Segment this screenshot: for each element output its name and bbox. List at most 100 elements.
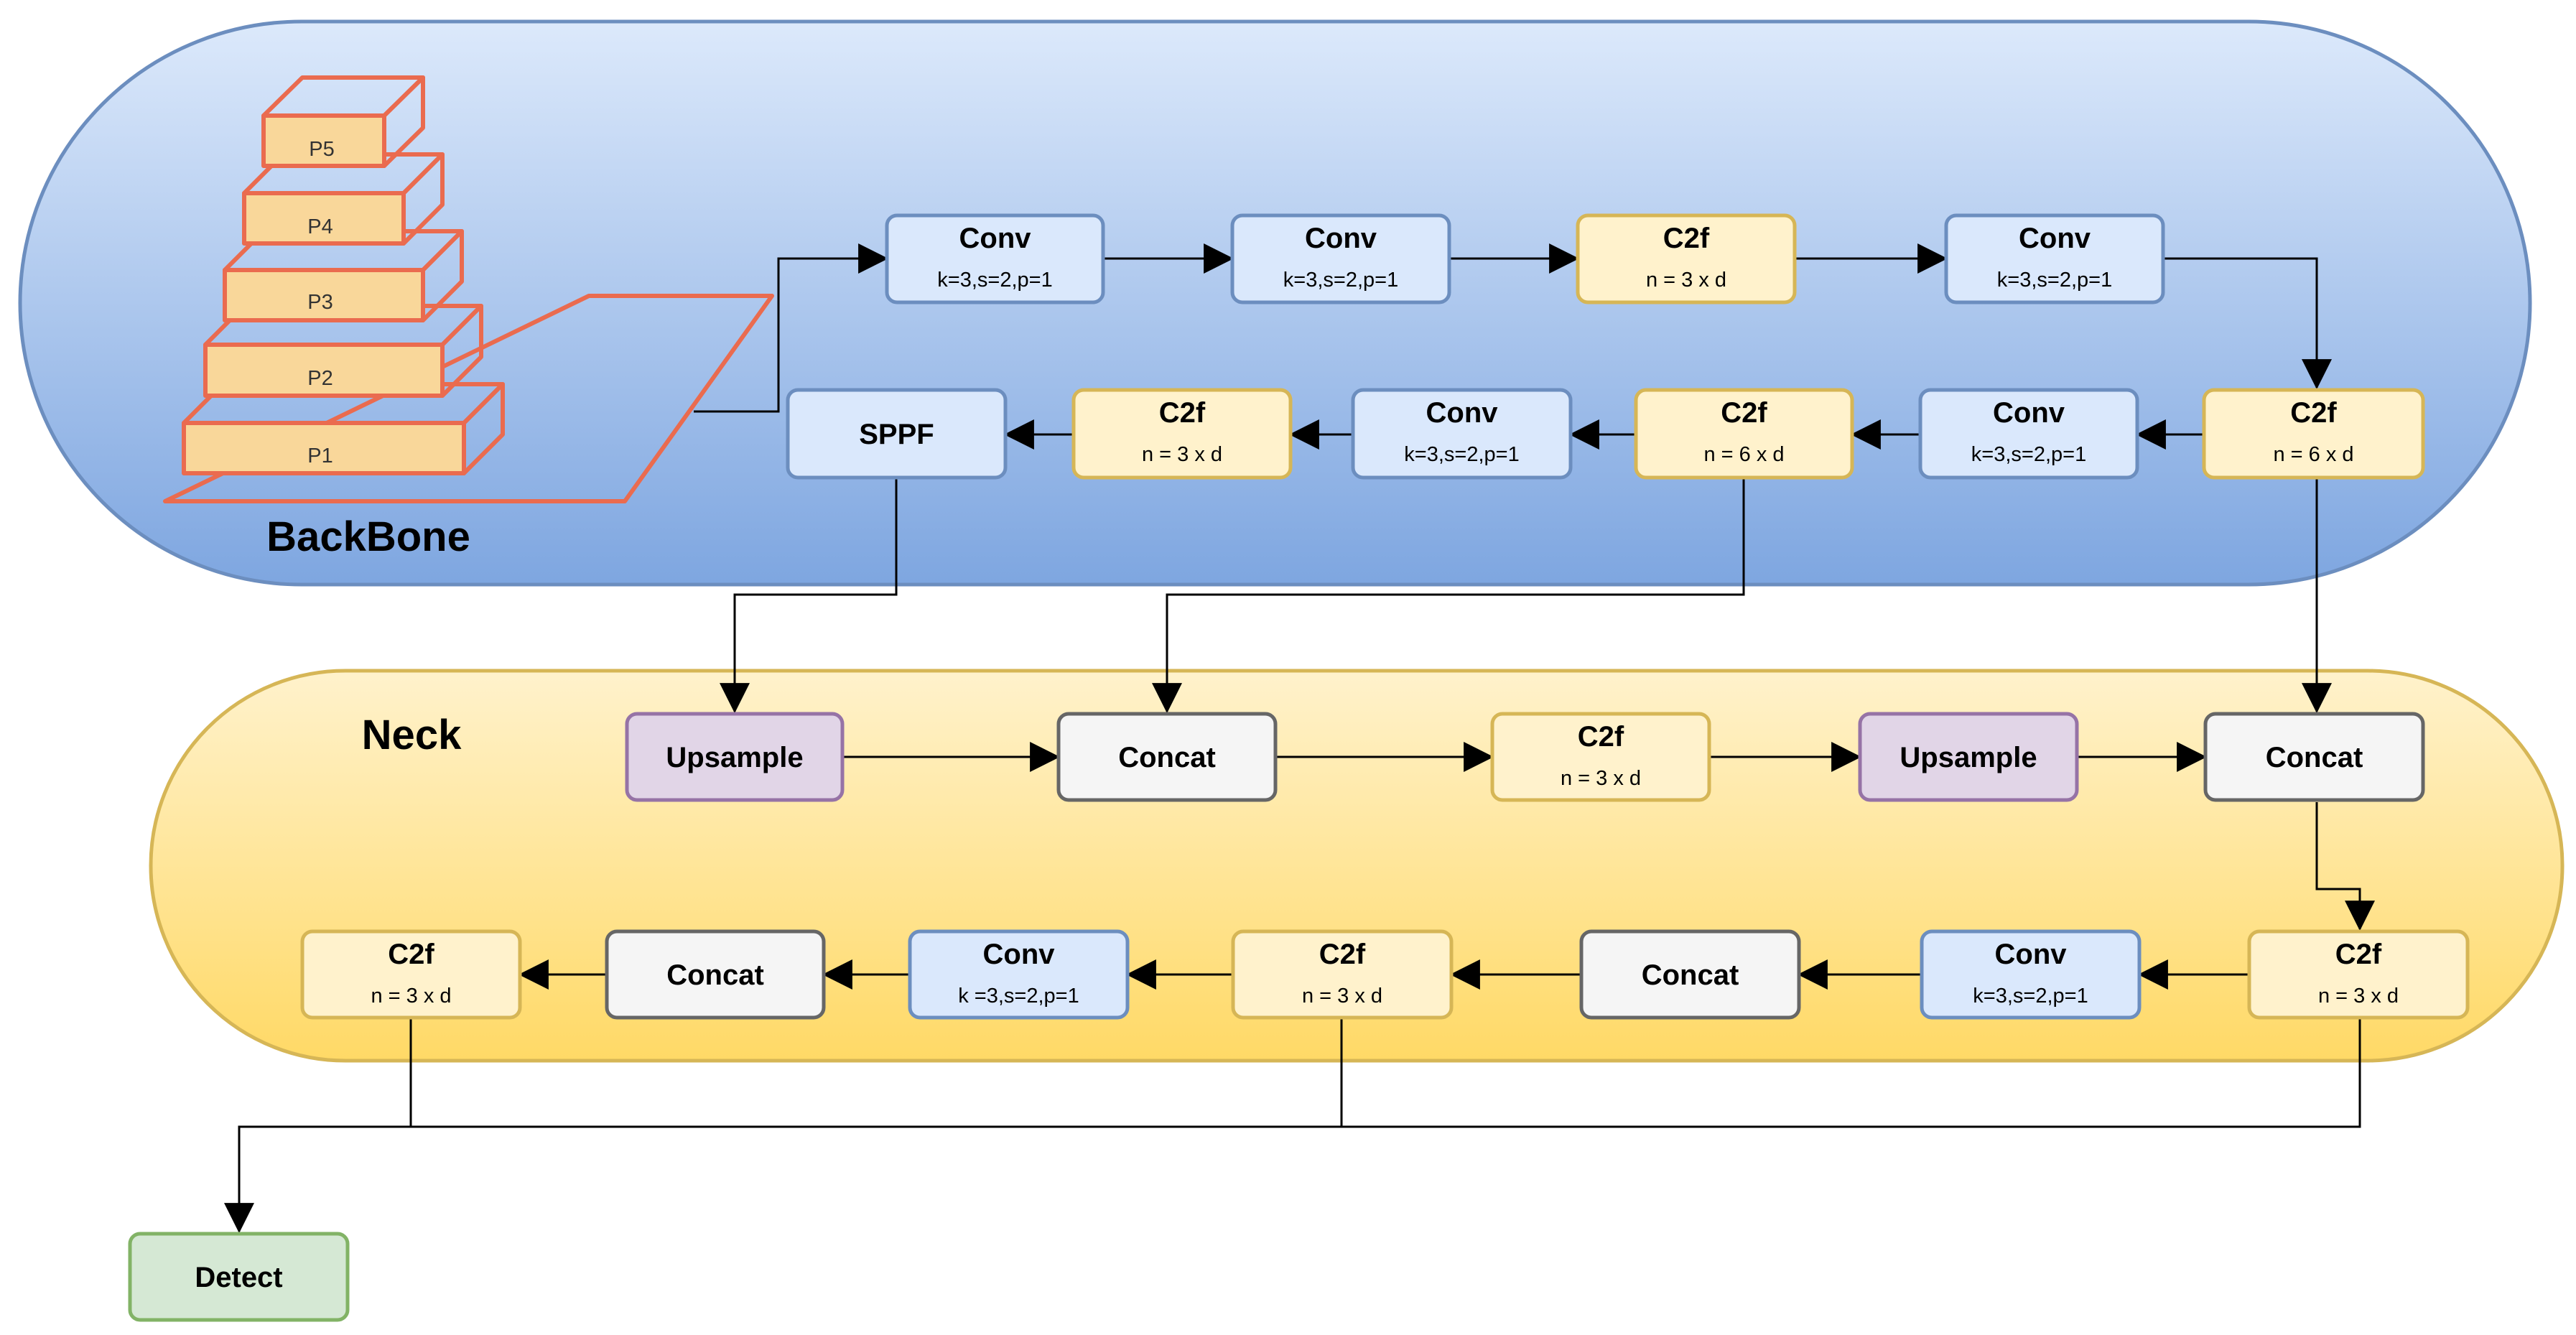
node-box [300,929,522,1020]
node-title: C2f [2290,397,2337,429]
node-title: Concat [2266,742,2363,773]
node-box [1920,929,2142,1020]
node-bb-conv3: Conv k=3,s=2,p=1 [1944,213,2165,304]
node-title: Upsample [1900,742,2037,773]
node-box [908,929,1130,1020]
node-subtitle: n = 3 x d [2318,985,2399,1008]
node-nk-conv2: Conv k =3,s=2,p=1 [908,929,1130,1020]
node-subtitle: n = 3 x d [1646,269,1726,292]
pyramid-level-p5: P5 [261,75,425,168]
node-subtitle: n = 6 x d [2273,443,2353,466]
connector-conv3-to-c2f [2163,257,2332,390]
node-box [1944,213,2165,304]
node-subtitle: k=3,s=2,p=1 [1997,269,2112,292]
node-subtitle: k=3,s=2,p=1 [937,269,1052,292]
node-box [1230,213,1451,304]
node-title: Conv [2019,223,2091,254]
node-bb-conv5: Conv k=3,s=2,p=1 [1351,388,1573,480]
node-bb-c2f2: C2f n = 6 x d [2202,388,2425,480]
pyramid-label-p2: P2 [307,367,333,390]
node-bb-conv4: Conv k=3,s=2,p=1 [1918,388,2139,480]
node-box [1918,388,2139,480]
node-title: C2f [1663,223,1710,254]
pyramid-level-p4: P4 [242,152,445,246]
node-nk-c2f2: C2f n = 3 x d [2247,929,2470,1020]
node-nk-concat4: Concat [605,929,826,1020]
node-title: C2f [1159,397,1206,429]
node-nk-up2: Upsample [1858,712,2079,802]
node-box [1576,213,1797,304]
node-title: Conv [959,223,1032,254]
node-subtitle: k =3,s=2,p=1 [958,985,1079,1008]
pyramid-label-p3: P3 [307,291,333,314]
node-subtitle: n = 6 x d [1703,443,1784,466]
node-title: C2f [388,939,434,970]
node-box [625,712,845,802]
node-nk-concat3: Concat [1579,929,1801,1020]
node-box [2203,712,2425,802]
node-nk-concat2: Concat [2203,712,2425,802]
node-box [1231,929,1454,1020]
node-title: Concat [1642,959,1739,991]
node-title: Conv [1993,397,2065,429]
node-box [885,213,1105,304]
node-box [1634,388,1854,480]
node-title: Concat [1118,742,1216,773]
connector-concat2-to-c2f [2315,802,2375,931]
node-nk-concat1: Concat [1056,712,1278,802]
node-title: Upsample [666,742,803,773]
node-box [128,1232,350,1322]
node-box [2247,929,2470,1020]
node-subtitle: n = 3 x d [1561,767,1641,790]
node-title: C2f [1319,939,1366,970]
node-box [1490,712,1711,802]
backbone-title: BackBone [266,513,470,560]
node-box [1858,712,2079,802]
node-subtitle: k=3,s=2,p=1 [1404,443,1519,466]
node-title: Detect [195,1262,282,1293]
node-title: C2f [1721,397,1767,429]
connector-input-to-conv1 [694,243,889,413]
node-box [605,929,826,1020]
node-subtitle: k=3,s=2,p=1 [1973,985,2088,1008]
node-nk-c2f1: C2f n = 3 x d [1490,712,1711,802]
connector-c2f-to-concat1 [1152,478,1745,714]
pyramid-label-p4: P4 [307,215,333,238]
feature-pyramid: P1 P2 P3 P4 P5 [163,75,774,503]
node-bb-c2f3: C2f n = 6 x d [1634,388,1854,480]
node-title: Conv [1426,397,1499,429]
node-subtitle: n = 3 x d [1142,443,1222,466]
node-title: Concat [666,959,764,991]
node-box [1056,712,1278,802]
node-nk-c2f4: C2f n = 3 x d [300,929,522,1020]
node-box [1071,388,1293,480]
node-title: C2f [2335,939,2382,970]
node-subtitle: n = 3 x d [371,985,451,1008]
node-title: Conv [983,939,1056,970]
connector-sppf-to-upsample [720,478,898,714]
node-box [2202,388,2425,480]
node-detect: Detect [128,1232,350,1322]
node-bb-c2f4: C2f n = 3 x d [1071,388,1293,480]
node-title: Conv [1995,939,2068,970]
connectors [224,243,2375,1234]
node-box [1351,388,1573,480]
node-bb-c2f1: C2f n = 3 x d [1576,213,1797,304]
node-nk-c2f3: C2f n = 3 x d [1231,929,1454,1020]
node-title: SPPF [859,419,934,450]
node-subtitle: k=3,s=2,p=1 [1971,443,2086,466]
node-box [786,388,1008,480]
node-bb-conv1: Conv k=3,s=2,p=1 [885,213,1105,304]
node-title: C2f [1578,721,1624,753]
node-box [1579,929,1801,1020]
neck-title: Neck [362,712,462,758]
node-subtitle: n = 3 x d [1302,985,1382,1008]
node-title: Conv [1305,223,1377,254]
node-bb-sppf: SPPF [786,388,1008,480]
pyramid-base-plate [163,294,774,503]
node-nk-conv1: Conv k=3,s=2,p=1 [1920,929,2142,1020]
connector-outputs-to-detect [224,1018,2361,1234]
